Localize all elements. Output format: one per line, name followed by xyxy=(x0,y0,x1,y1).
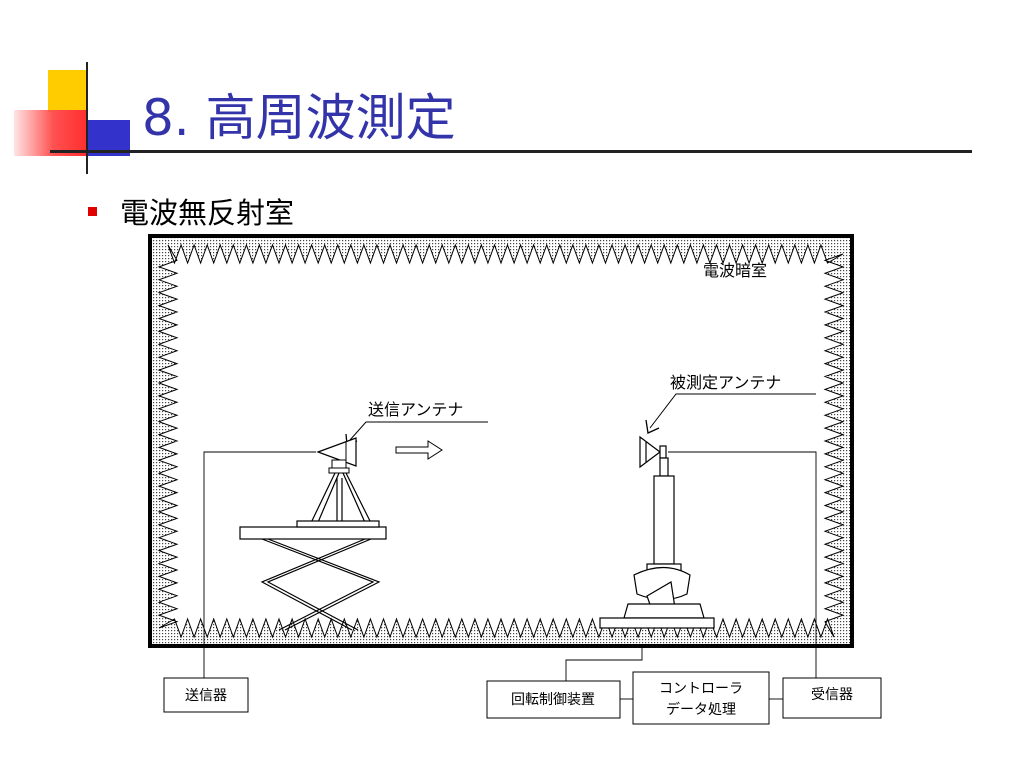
rotation-control-label: 回転制御装置 xyxy=(511,692,595,708)
receiver-box xyxy=(782,677,882,719)
rx-horn-antenna xyxy=(639,435,667,469)
receiver-label: 受信器 xyxy=(811,687,853,703)
slide-title: 8. 高周波測定 xyxy=(142,89,456,147)
chamber-outline xyxy=(148,234,854,648)
tx-leader-line xyxy=(349,421,488,441)
title-underline xyxy=(50,150,972,153)
tx-lift-table xyxy=(239,520,387,631)
propagation-arrow xyxy=(395,440,443,460)
absorber-wall xyxy=(149,235,853,647)
rx-antenna-label: 被測定アンテナ xyxy=(670,373,781,392)
transmitter-label: 送信器 xyxy=(185,688,227,704)
bullet-marker xyxy=(88,207,97,216)
controller-label-line2: データ処理 xyxy=(666,701,736,718)
tx-antenna-label: 送信アンテナ xyxy=(368,400,463,419)
bullet-text: 電波無反射室 xyxy=(120,196,295,230)
rx-positioner xyxy=(599,457,715,629)
deco-yellow-square xyxy=(48,70,86,112)
rx-leader-line xyxy=(649,393,816,429)
tx-horn-antenna xyxy=(316,437,357,474)
controller-box xyxy=(632,671,770,725)
tx-tripod xyxy=(308,472,374,528)
rx-leader-arrowhead xyxy=(645,419,660,434)
controller-label-line1: コントローラ xyxy=(659,681,743,697)
chamber-label: 電波暗室 xyxy=(703,261,767,280)
deco-red-square xyxy=(14,110,86,156)
deco-vertical-line xyxy=(86,62,88,174)
cables xyxy=(203,451,817,700)
rotation-control-box xyxy=(486,680,621,719)
transmitter-box xyxy=(163,677,249,713)
